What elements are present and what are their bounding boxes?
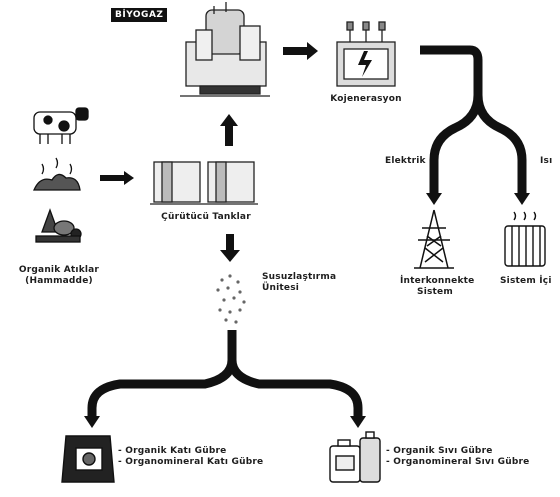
dewatering-unit-icon — [216, 274, 246, 324]
arrow-down-to-dewatering — [220, 234, 240, 262]
liquid-fertilizer-arrowhead — [350, 416, 366, 428]
arrow-to-digesters — [100, 171, 134, 185]
food-waste-icon — [35, 208, 82, 243]
solid-fertilizer-label-1: - Organik Katı Gübre — [118, 446, 227, 456]
digester-tanks-label: Çürütücü Tanklar — [161, 212, 251, 222]
arrow-up-to-biogas — [220, 114, 238, 146]
grid-label: İnterkonnekte Sistem — [400, 276, 475, 298]
heat-label: Isı — [540, 156, 553, 166]
electricity-label: Elektrik — [385, 156, 426, 166]
liquid-fertilizer-label-1: - Organik Sıvı Gübre — [386, 446, 493, 456]
dewatering-label-line1: Susuzlaştırma — [262, 272, 337, 282]
liquid-fertilizer-label-2: - Organomineral Sıvı Gübre — [386, 457, 530, 467]
transmission-tower-icon — [414, 209, 454, 269]
fertilizer-branch-arrow — [87, 330, 363, 418]
solid-fertilizer-label-2: - Organomineral Katı Gübre — [118, 457, 264, 467]
solid-fertilizer-labels: - Organik Katı Gübre - Organomineral Kat… — [118, 446, 263, 468]
liquid-fertilizer-containers-icon — [329, 431, 381, 483]
grid-label-line2: Sistem — [417, 287, 453, 297]
feedstock-label-line1: Organik Atıklar — [18, 265, 100, 275]
grid-label-line1: İnterkonnekte — [400, 276, 475, 286]
feedstock-label-line2: (Hammadde) — [25, 276, 93, 286]
electricity-arrowhead — [426, 193, 442, 205]
system-heating-label: Sistem İçi — [500, 276, 552, 286]
fertilizer-sack-icon — [61, 435, 115, 483]
liquid-fertilizer-labels: - Organik Sıvı Gübre - Organomineral Sıv… — [386, 446, 529, 468]
arrow-to-cogeneration — [283, 42, 318, 60]
solid-fertilizer-arrowhead — [84, 416, 100, 428]
heat-arrowhead — [514, 193, 530, 205]
cogeneration-label: Kojenerasyon — [330, 94, 402, 104]
digester-tanks-icon — [150, 161, 258, 205]
cow-icon — [33, 107, 89, 144]
dewatering-label: Susuzlaştırma Ünitesi — [262, 272, 336, 294]
power-heat-branch-arrow — [420, 45, 527, 195]
dewatering-label-line2: Ünitesi — [262, 283, 300, 293]
biogas-plant-icon — [180, 2, 270, 97]
cogeneration-icon — [336, 21, 396, 87]
manure-pile-icon — [33, 157, 81, 191]
feedstock-label: Organik Atıklar (Hammadde) — [4, 265, 114, 287]
biogas-badge: BİYOGAZ — [111, 8, 168, 22]
radiator-icon — [504, 211, 546, 267]
